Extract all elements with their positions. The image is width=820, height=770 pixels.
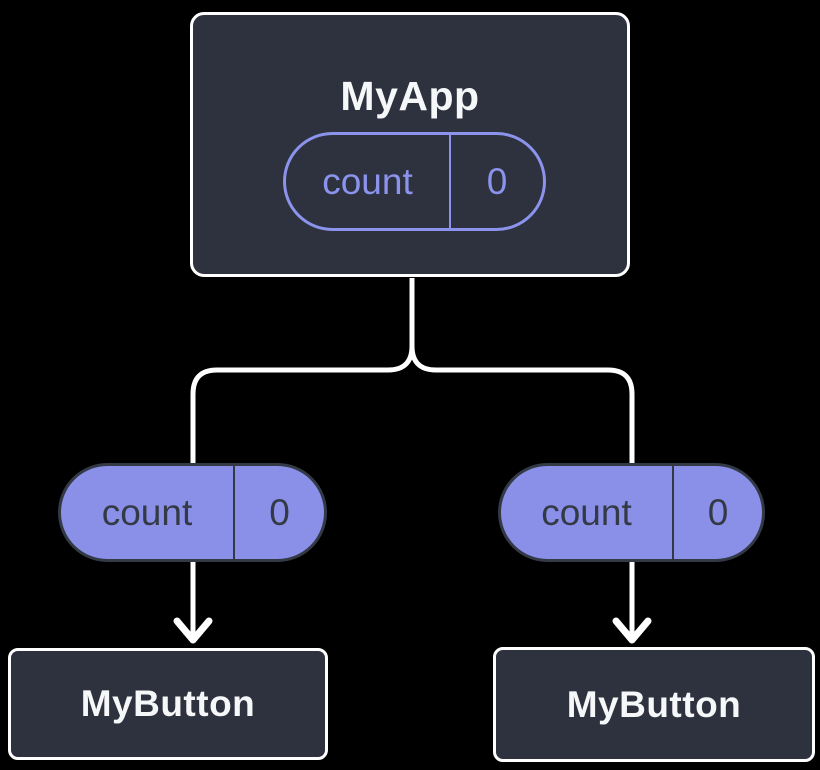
component-title-mybutton: MyButton bbox=[80, 683, 256, 724]
component-box-mybutton-right: MyButton bbox=[493, 647, 815, 762]
state-value: 0 bbox=[449, 135, 543, 228]
prop-pill-right: count 0 bbox=[498, 463, 765, 562]
arrowhead-down-left-icon bbox=[173, 617, 213, 644]
state-pill-root: count 0 bbox=[283, 132, 546, 231]
state-name-label: count bbox=[322, 160, 413, 202]
component-title-mybutton: MyButton bbox=[566, 683, 742, 725]
prop-value: 0 bbox=[233, 466, 324, 559]
prop-value: 0 bbox=[672, 466, 762, 559]
prop-name-label: count bbox=[101, 491, 193, 533]
prop-name-label: count bbox=[541, 491, 632, 533]
edge-root-to-right-pill bbox=[409, 278, 635, 465]
component-title-myapp: MyApp bbox=[340, 73, 480, 119]
edge-root-to-left-pill bbox=[190, 278, 415, 465]
arrowhead-down-right-icon bbox=[612, 617, 652, 644]
component-box-myapp: MyApp count 0 bbox=[190, 12, 630, 277]
component-box-mybutton-left: MyButton bbox=[8, 648, 328, 760]
prop-pill-left: count 0 bbox=[58, 463, 327, 562]
